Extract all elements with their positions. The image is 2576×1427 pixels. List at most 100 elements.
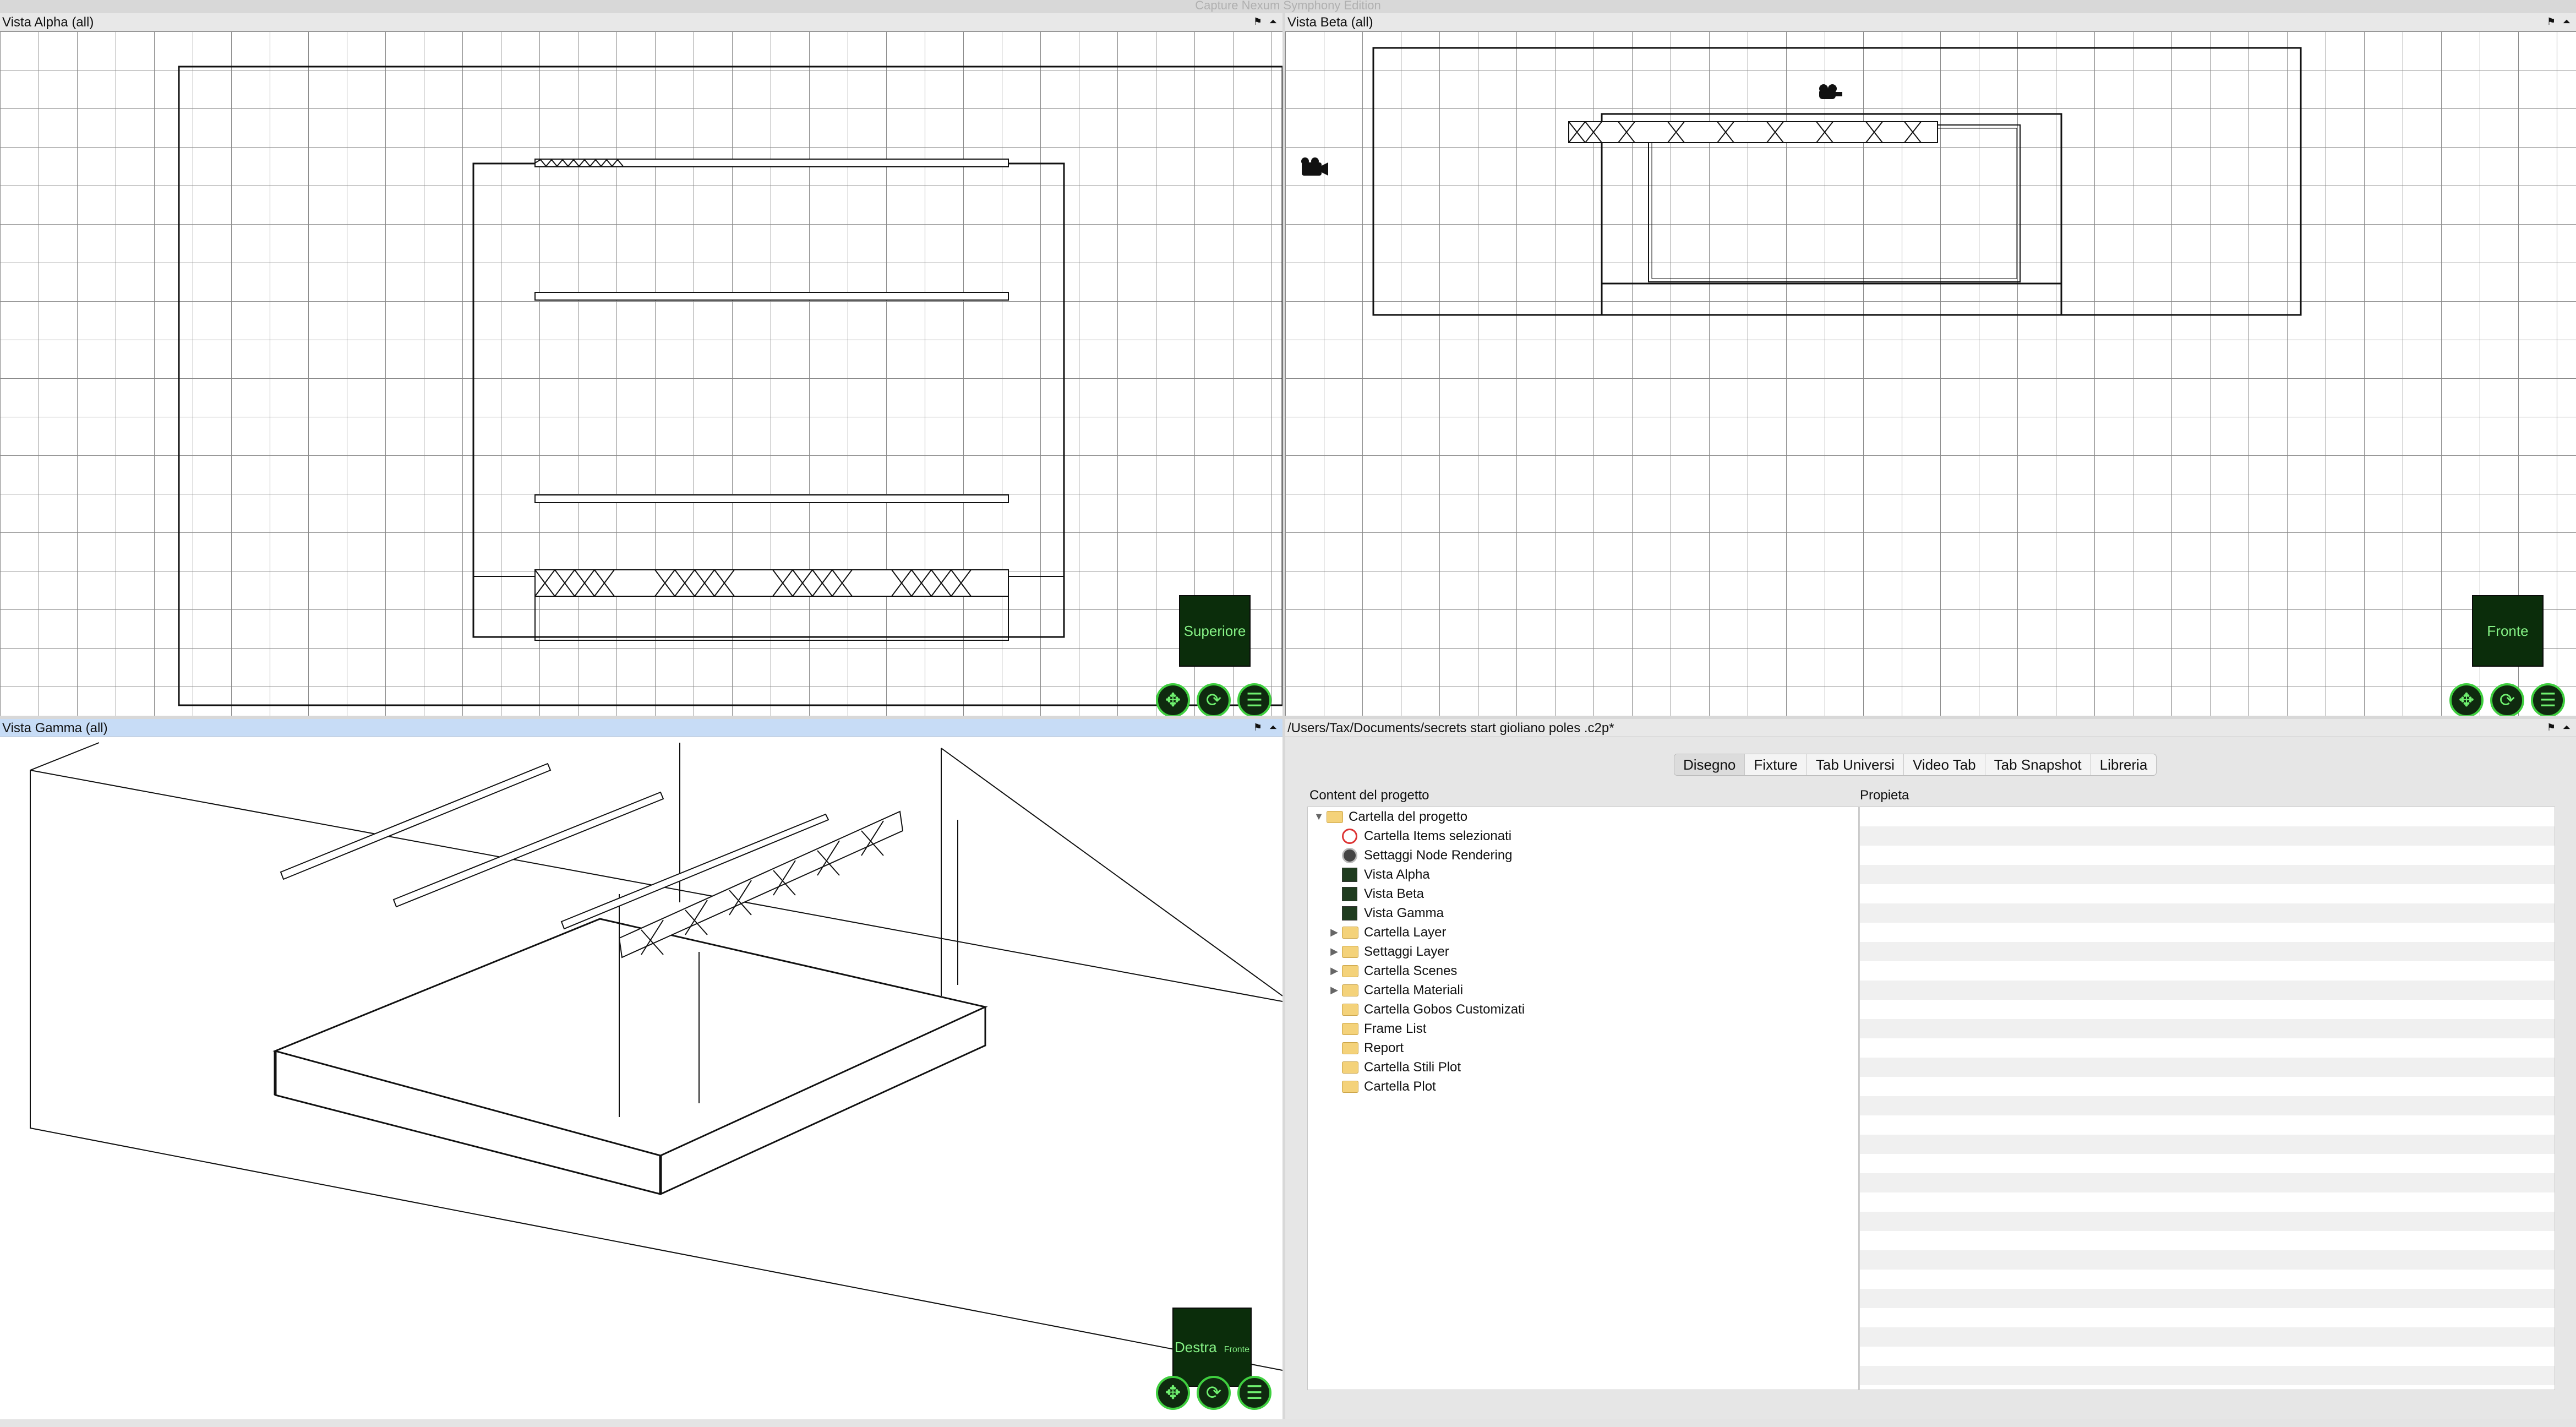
pane-vista-beta[interactable]: Vista Beta (all) ⚑ ⏶ Fronte ✥ ⟳ ☰ <box>1285 13 2576 716</box>
folder-icon <box>1327 810 1343 823</box>
tree-item-label: Vista Alpha <box>1364 867 1430 882</box>
tree-item-cartella-plot[interactable]: Cartella Plot <box>1342 1077 1436 1096</box>
pane-vista-gamma[interactable]: Vista Gamma (all) ⚑ ⏶ Destra Fronte <box>0 719 1282 1419</box>
tree-item-label: Cartella Scenes <box>1364 963 1458 978</box>
disclosure-closed-icon[interactable]: ▶ <box>1330 984 1338 995</box>
tree-item-vista-alpha[interactable]: Vista Alpha <box>1342 865 1430 884</box>
beta-drawing <box>1301 47 2302 316</box>
disclosure-closed-icon[interactable]: ▶ <box>1330 946 1338 957</box>
folder-icon <box>1342 984 1358 996</box>
app-title: Capture Nexum Symphony Edition <box>1195 0 1381 12</box>
tree-item-label: Report <box>1364 1041 1404 1055</box>
viewport-alpha[interactable]: Superiore ✥ ⟳ ☰ <box>0 31 1282 716</box>
project-tabs: Disegno Fixture Tab Universi Video Tab T… <box>1674 754 2157 776</box>
pin-icon[interactable]: ⚑ <box>2546 16 2556 27</box>
tree-column-label: Content del progetto <box>1309 788 1429 803</box>
tree-item-node-rendering[interactable]: Settaggi Node Rendering <box>1342 846 1513 865</box>
tree-item-cartella-progetto[interactable]: ▼ Cartella del progetto <box>1311 807 1467 826</box>
tree-item-cartella-materiali[interactable]: ▶ Cartella Materiali <box>1327 981 1463 1000</box>
move-icon[interactable]: ✥ <box>1156 1376 1190 1410</box>
nav-controls-alpha: ✥ ⟳ ☰ <box>1156 683 1271 716</box>
maximize-icon[interactable]: ⏶ <box>1269 16 1278 27</box>
disclosure-closed-icon[interactable]: ▶ <box>1330 927 1338 938</box>
tree-item-label: Cartella Plot <box>1364 1079 1436 1094</box>
view-cube-alpha[interactable]: Superiore <box>1179 595 1251 667</box>
view-cube-beta[interactable]: Fronte <box>2472 595 2544 667</box>
tab-snapshot[interactable]: Tab Snapshot <box>1985 754 2091 775</box>
orbit-icon[interactable]: ⟳ <box>1197 1376 1231 1410</box>
pane-title-gamma: Vista Gamma (all) <box>2 721 108 736</box>
tab-video[interactable]: Video Tab <box>1904 754 1985 775</box>
folder-icon <box>1342 1080 1358 1093</box>
target-icon <box>1342 828 1357 844</box>
pane-header-gamma[interactable]: Vista Gamma (all) ⚑ ⏶ <box>0 719 1282 737</box>
folder-icon <box>1342 945 1358 958</box>
cube-face-side: Fronte <box>1224 1345 1250 1354</box>
tab-libreria[interactable]: Libreria <box>2099 756 2148 773</box>
gamma-truss-4 <box>618 810 904 958</box>
menu-icon[interactable]: ☰ <box>2531 683 2565 716</box>
pane-project[interactable]: /Users/Tax/Documents/secrets start gioli… <box>1285 719 2576 1419</box>
maximize-icon[interactable]: ⏶ <box>2562 16 2571 27</box>
move-icon[interactable]: ✥ <box>1156 683 1190 716</box>
tree-item-frame-list[interactable]: Frame List <box>1342 1019 1426 1038</box>
tree-item-settaggi-layer[interactable]: ▶ Settaggi Layer <box>1327 942 1449 961</box>
camera-top-icon <box>1819 84 1842 99</box>
pane-header-beta[interactable]: Vista Beta (all) ⚑ ⏶ <box>1285 13 2576 31</box>
tree-item-label: Cartella Materiali <box>1364 983 1464 998</box>
pane-title-beta: Vista Beta (all) <box>1287 15 1373 30</box>
nav-controls-beta: ✥ ⟳ ☰ <box>2449 683 2565 716</box>
project-tree[interactable]: ▼ Cartella del progetto Cartella Items s… <box>1307 807 1859 1390</box>
tree-item-gobos[interactable]: Cartella Gobos Customizati <box>1342 1000 1525 1019</box>
tree-item-vista-beta[interactable]: Vista Beta <box>1342 884 1424 903</box>
pin-icon[interactable]: ⚑ <box>1253 722 1263 733</box>
folder-icon <box>1342 1061 1358 1074</box>
tree-item-label: Cartella Items selezionati <box>1364 829 1512 843</box>
node-render-icon <box>1342 847 1357 863</box>
gamma-drawing <box>30 742 1282 1371</box>
maximize-icon[interactable]: ⏶ <box>2562 722 2571 733</box>
tree-item-cartella-layer[interactable]: ▶ Cartella Layer <box>1327 923 1446 942</box>
view-icon <box>1342 906 1357 921</box>
view-cube-gamma[interactable]: Destra Fronte <box>1172 1308 1252 1387</box>
tree-item-label: Cartella del progetto <box>1349 809 1468 824</box>
orbit-icon[interactable]: ⟳ <box>2490 683 2524 716</box>
folder-icon <box>1342 1022 1358 1035</box>
tab-fixture[interactable]: Fixture <box>1745 754 1807 775</box>
folder-icon <box>1342 1003 1358 1016</box>
tab-universi[interactable]: Tab Universi <box>1807 754 1904 775</box>
pane-title-alpha: Vista Alpha (all) <box>2 15 94 30</box>
camera-side-icon <box>1301 157 1328 176</box>
viewport-gamma[interactable]: Destra Fronte ✥ ⟳ ☰ <box>0 737 1282 1419</box>
properties-table[interactable] <box>1859 807 2555 1390</box>
tree-item-cartella-scenes[interactable]: ▶ Cartella Scenes <box>1327 961 1457 981</box>
menu-icon[interactable]: ☰ <box>1237 683 1271 716</box>
viewport-beta[interactable]: Fronte ✥ ⟳ ☰ <box>1285 31 2576 716</box>
tree-item-vista-gamma[interactable]: Vista Gamma <box>1342 903 1444 923</box>
nav-controls-gamma: ✥ ⟳ ☰ <box>1156 1376 1271 1410</box>
folder-icon <box>1342 1042 1358 1054</box>
pane-vista-alpha[interactable]: Vista Alpha (all) ⚑ ⏶ <box>0 13 1282 716</box>
disclosure-closed-icon[interactable]: ▶ <box>1330 965 1338 976</box>
pin-icon[interactable]: ⚑ <box>1253 16 1263 27</box>
move-icon[interactable]: ✥ <box>2449 683 2484 716</box>
maximize-icon[interactable]: ⏶ <box>1269 722 1278 733</box>
bottom-status-strip <box>0 1419 2576 1427</box>
tree-item-label: Frame List <box>1364 1021 1427 1036</box>
folder-icon <box>1342 926 1358 939</box>
view-icon <box>1342 886 1357 901</box>
orbit-icon[interactable]: ⟳ <box>1197 683 1231 716</box>
tree-item-report[interactable]: Report <box>1342 1038 1404 1058</box>
tree-item-label: Vista Gamma <box>1364 906 1444 921</box>
tree-item-label: Cartella Layer <box>1364 925 1447 940</box>
pin-icon[interactable]: ⚑ <box>2546 722 2556 733</box>
menu-icon[interactable]: ☰ <box>1237 1376 1271 1410</box>
tree-item-stili-plot[interactable]: Cartella Stili Plot <box>1342 1058 1461 1077</box>
tree-item-label: Vista Beta <box>1364 886 1424 901</box>
disclosure-open-icon[interactable]: ▼ <box>1314 811 1324 822</box>
tab-disegno[interactable]: Disegno <box>1674 754 1745 775</box>
truss-3 <box>534 494 1009 503</box>
tree-item-items-selezionati[interactable]: Cartella Items selezionati <box>1342 826 1511 846</box>
pane-header-alpha[interactable]: Vista Alpha (all) ⚑ ⏶ <box>0 13 1282 31</box>
pane-header-project[interactable]: /Users/Tax/Documents/secrets start gioli… <box>1285 719 2576 737</box>
